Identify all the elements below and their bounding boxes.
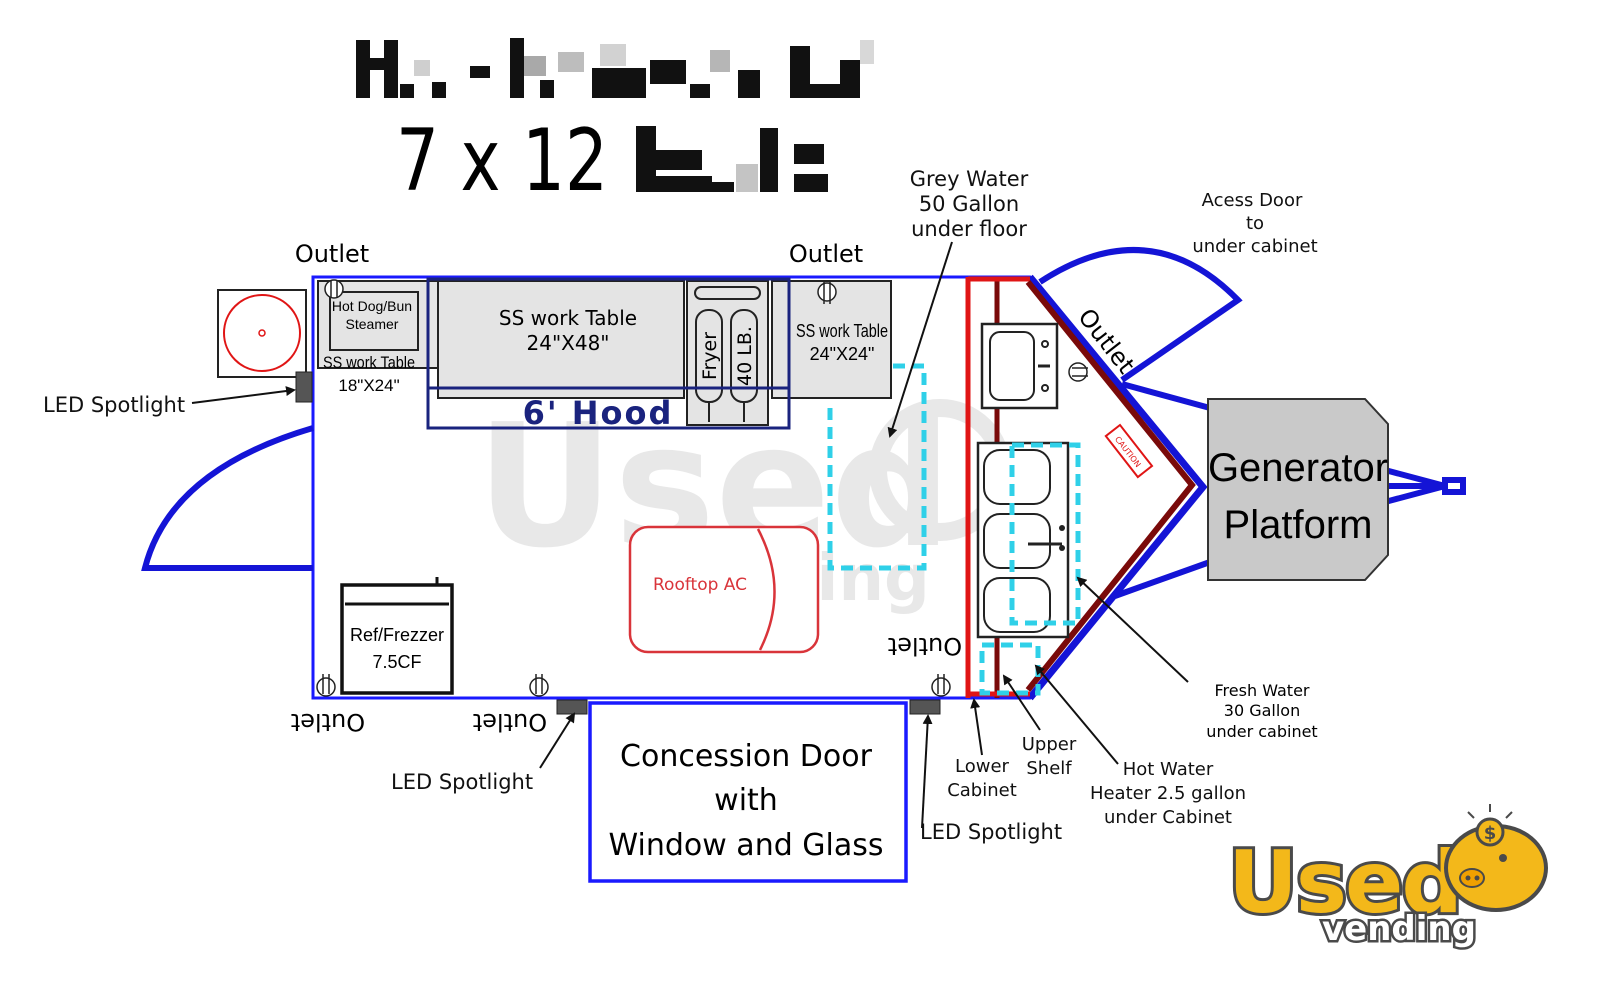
hood: 6' Hood bbox=[426, 277, 791, 432]
svg-text:under cabinet: under cabinet bbox=[1206, 722, 1317, 741]
svg-text:Lower: Lower bbox=[955, 756, 1010, 777]
svg-text:under cabinet: under cabinet bbox=[1192, 236, 1317, 257]
svg-text:Fryer: Fryer bbox=[699, 332, 721, 380]
title-dimensions: 7 x 12 bbox=[396, 111, 608, 211]
outlet-label: Outlet bbox=[888, 632, 962, 660]
svg-text:SS work Table: SS work Table bbox=[796, 321, 888, 341]
fresh-water-tank bbox=[1009, 442, 1081, 626]
svg-text:to: to bbox=[1246, 213, 1264, 234]
grey-water-tank bbox=[827, 363, 927, 571]
led-spotlight-marker-bottom-right bbox=[909, 699, 941, 715]
svg-text:Hot Water: Hot Water bbox=[1123, 759, 1214, 780]
outlet-label: Outlet bbox=[295, 240, 369, 268]
rooftop-ac: Rooftop AC bbox=[628, 525, 820, 654]
svg-text:Upper: Upper bbox=[1022, 734, 1077, 755]
upper-shelf-callout: Upper Shelf bbox=[1022, 734, 1077, 779]
hand-sink bbox=[980, 322, 1059, 410]
warning-tag: CAUTION bbox=[1104, 423, 1154, 479]
svg-text:30 Gallon: 30 Gallon bbox=[1224, 701, 1300, 720]
ss-work-table-24x48: SS work Table 24"X48" bbox=[437, 280, 685, 399]
title-line2-redacted bbox=[636, 126, 828, 192]
svg-text:Fresh Water: Fresh Water bbox=[1215, 681, 1310, 700]
leader-lines bbox=[191, 241, 1189, 829]
svg-text:Hot Dog/Bun: Hot Dog/Bun bbox=[332, 298, 412, 314]
outlet-label: Outlet bbox=[291, 708, 365, 736]
svg-text:under floor: under floor bbox=[911, 217, 1027, 241]
used-vending-logo: Used vending $ bbox=[1225, 804, 1548, 952]
grey-water-callout: Grey Water 50 Gallon under floor bbox=[910, 167, 1029, 241]
title: 7 x 12 bbox=[356, 38, 874, 211]
ref-freezer: Ref/Frezzer 7.5CF bbox=[340, 577, 454, 695]
svg-text:SS work Table: SS work Table bbox=[499, 306, 637, 330]
hot-water-heater-callout: Hot Water Heater 2.5 gallon under Cabine… bbox=[1090, 759, 1246, 828]
svg-text:under Cabinet: under Cabinet bbox=[1104, 807, 1232, 828]
trailer-tongue bbox=[1113, 381, 1466, 599]
svg-text:24"X48": 24"X48" bbox=[527, 331, 610, 355]
svg-text:24"X24": 24"X24" bbox=[810, 344, 875, 364]
svg-text:Shelf: Shelf bbox=[1026, 758, 1072, 779]
trailer-nose-bumper bbox=[1027, 274, 1208, 701]
outlet-symbols bbox=[316, 279, 1088, 697]
led-spotlight-label: LED Spotlight bbox=[391, 770, 533, 794]
svg-text:Used: Used bbox=[1228, 833, 1461, 933]
svg-text:6' Hood: 6' Hood bbox=[523, 394, 674, 432]
led-spotlight-label: LED Spotlight bbox=[920, 820, 1062, 844]
svg-text:Platform: Platform bbox=[1224, 503, 1373, 547]
svg-text:Cabinet: Cabinet bbox=[947, 780, 1017, 801]
svg-text:50 Gallon: 50 Gallon bbox=[919, 192, 1019, 216]
svg-text:Generator: Generator bbox=[1208, 446, 1388, 490]
svg-text:18"X24": 18"X24" bbox=[338, 376, 399, 395]
ss-work-table-18x24: SS work Table 18"X24" bbox=[323, 353, 415, 395]
concession-door: Concession Door with Window and Glass bbox=[588, 701, 908, 883]
svg-text:Steamer: Steamer bbox=[346, 316, 399, 332]
outlet-icon bbox=[1068, 362, 1088, 382]
svg-text:Window and Glass: Window and Glass bbox=[608, 828, 883, 863]
led-spotlight-markers bbox=[295, 371, 941, 715]
svg-text:Concession Door: Concession Door bbox=[620, 739, 873, 774]
title-line1-redacted bbox=[356, 38, 874, 98]
access-door bbox=[1038, 247, 1243, 383]
lower-cabinet-callout: Lower Cabinet bbox=[947, 756, 1017, 801]
svg-text:$: $ bbox=[1484, 823, 1497, 844]
led-spotlight-marker-bottom bbox=[556, 699, 588, 715]
svg-text:vending: vending bbox=[1322, 909, 1476, 949]
svg-text:Acess Door: Acess Door bbox=[1202, 190, 1303, 211]
outlet-icon bbox=[316, 674, 336, 697]
fryer: Fryer 40 LB. bbox=[686, 280, 769, 426]
svg-text:7.5CF: 7.5CF bbox=[372, 652, 421, 672]
outlet-label: Outlet bbox=[789, 240, 863, 268]
svg-text:Ref/Frezzer: Ref/Frezzer bbox=[350, 625, 444, 645]
svg-text:Rooftop AC: Rooftop AC bbox=[653, 575, 747, 595]
outlet-icon bbox=[324, 279, 344, 299]
svg-text:with: with bbox=[714, 783, 778, 818]
svg-text:SS work Table: SS work Table bbox=[323, 353, 415, 372]
svg-text:Heater 2.5 gallon: Heater 2.5 gallon bbox=[1090, 783, 1246, 804]
svg-text:40 LB.: 40 LB. bbox=[734, 326, 756, 386]
three-compartment-sink bbox=[976, 441, 1070, 639]
outlet-icon bbox=[931, 674, 951, 697]
ss-work-table-24x24: SS work Table 24"X24" bbox=[771, 280, 892, 399]
generator-platform: Generator Platform bbox=[1207, 398, 1389, 581]
svg-text:Grey Water: Grey Water bbox=[910, 167, 1029, 191]
led-spotlight-marker-left bbox=[295, 371, 313, 403]
access-door-callout: Acess Door to under cabinet bbox=[1192, 190, 1317, 257]
outlet-icon bbox=[817, 282, 837, 304]
outlet-label: Outlet bbox=[473, 708, 547, 736]
outlet-icon bbox=[529, 674, 549, 697]
led-spotlight-label: LED Spotlight bbox=[43, 393, 185, 417]
fresh-water-callout: Fresh Water 30 Gallon under cabinet bbox=[1206, 681, 1317, 741]
left-service-door bbox=[141, 289, 314, 571]
